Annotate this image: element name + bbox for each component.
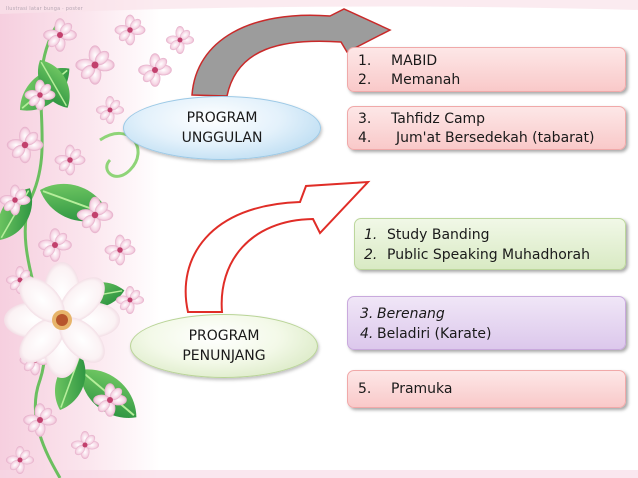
list-number: 3. (360, 306, 374, 322)
list-item: Pramuka (391, 381, 453, 397)
list-item: Study Banding (387, 227, 490, 243)
list-number: 1. (358, 53, 372, 69)
list-number: 4. (358, 130, 372, 146)
list-item: Memanah (391, 72, 461, 88)
unggulan-box-1: 1. MABID 2. Memanah (347, 47, 626, 92)
curved-arrow-top (191, 8, 392, 97)
program-penunjang-label-1: PROGRAM (188, 328, 260, 344)
list-item: MABID (391, 53, 438, 69)
list-number: 3. (358, 111, 372, 127)
list-number: 2. (364, 247, 378, 263)
watermark-text: Ilustrasi latar bunga · poster (6, 6, 83, 12)
penunjang-box-2: 3. Berenang 4. Beladiri (Karate) (347, 296, 626, 350)
list-item: Berenang (377, 306, 445, 322)
penunjang-box-1: 1. Study Banding 2. Public Speaking Muha… (354, 218, 626, 270)
list-number: 5. (358, 381, 372, 397)
list-item: Jum'at Bersedekah (tabarat) (396, 130, 595, 146)
list-number: 1. (364, 227, 378, 243)
program-penunjang-oval: PROGRAM PENUNJANG (130, 314, 318, 378)
program-unggulan-label-1: PROGRAM (186, 110, 258, 126)
list-item: Beladiri (Karate) (377, 326, 492, 342)
program-unggulan-oval: PROGRAM UNGGULAN (123, 96, 321, 160)
program-unggulan-label-2: UNGGULAN (181, 130, 263, 146)
penunjang-box-3: 5. Pramuka (347, 370, 626, 408)
program-penunjang-label-2: PENUNJANG (182, 348, 266, 364)
list-item: Public Speaking Muhadhorah (387, 247, 590, 263)
unggulan-box-2: 3. Tahfidz Camp 4. Jum'at Bersedekah (ta… (347, 106, 626, 150)
list-number: 2. (358, 72, 372, 88)
curved-arrow-bottom (184, 180, 371, 313)
list-item: Tahfidz Camp (391, 111, 486, 127)
list-number: 4. (360, 326, 374, 342)
